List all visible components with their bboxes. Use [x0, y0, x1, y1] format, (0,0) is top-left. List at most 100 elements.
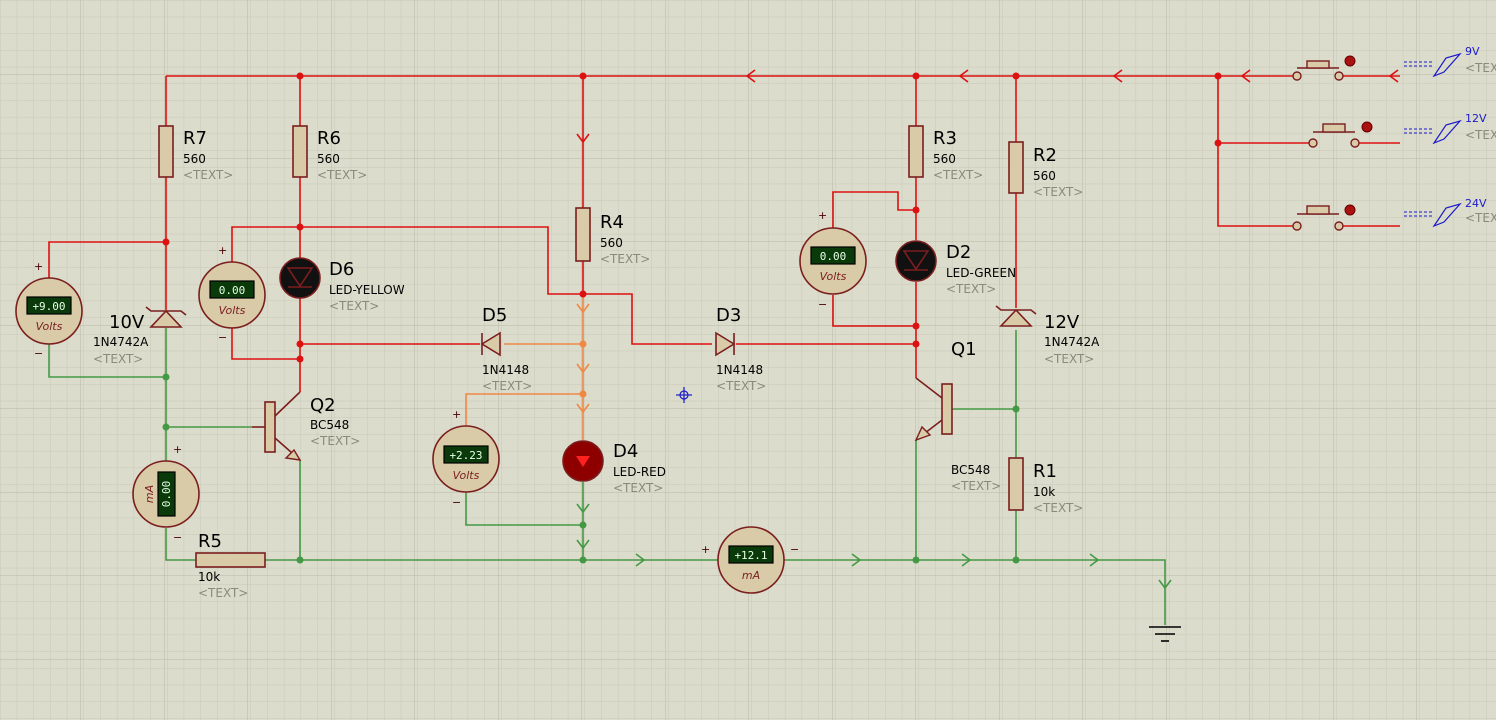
- arrow-icon: [1240, 69, 1251, 83]
- arrow-icon: [958, 69, 969, 83]
- resistor-r5[interactable]: R5 10k <TEXT>: [195, 531, 266, 600]
- r6-value: 560: [317, 152, 340, 166]
- vm-d6-reading: 0.00: [219, 284, 246, 297]
- port-9v[interactable]: 9V <TEXT>: [1404, 45, 1496, 78]
- pushbutton-9v[interactable]: [1292, 55, 1356, 81]
- port-24v[interactable]: 24V <TEXT>: [1404, 197, 1496, 228]
- d5-text: <TEXT>: [482, 379, 532, 393]
- led-yellow-icon: [279, 257, 321, 299]
- wire-vm-d4-plus[interactable]: [465, 393, 583, 426]
- port-12v-label: 12V: [1465, 112, 1487, 125]
- led-d2[interactable]: D2 LED-GREEN <TEXT>: [895, 240, 1016, 296]
- resistor-r1[interactable]: R1 10k <TEXT>: [1008, 457, 1083, 515]
- vm-d4-reading: +2.23: [449, 449, 482, 462]
- zener-12v[interactable]: 12V 1N4742A <TEXT>: [995, 305, 1100, 366]
- port-12v-text: <TEXT>: [1465, 128, 1496, 142]
- r3-text: <TEXT>: [933, 168, 983, 182]
- switch-contact-icon: [1350, 138, 1360, 148]
- wire-switch-bus[interactable]: [1217, 76, 1294, 227]
- meter-display: [157, 471, 176, 517]
- switch-state-icon[interactable]: [1361, 121, 1373, 133]
- zener-10v[interactable]: 10V 1N4742A <TEXT>: [93, 306, 187, 366]
- arrow-icon: [576, 133, 590, 144]
- switch-state-icon[interactable]: [1344, 204, 1356, 216]
- transistor-collector-icon: [915, 377, 943, 399]
- diode-d3[interactable]: D3 1N4148 <TEXT>: [715, 305, 766, 393]
- transistor-q2[interactable]: Q2 BC548 <TEXT>: [252, 391, 360, 461]
- q1-value: BC548: [951, 463, 990, 477]
- led-d4[interactable]: D4 LED-RED <TEXT>: [562, 440, 666, 495]
- z12-value: 1N4742A: [1044, 335, 1100, 349]
- q1-text: <TEXT>: [951, 479, 1001, 493]
- port-9v-text: <TEXT>: [1465, 61, 1496, 75]
- voltmeter-left[interactable]: +9.00 Volts + −: [15, 260, 83, 360]
- wire-vm-d4-minus[interactable]: [465, 492, 583, 526]
- meter-display: [209, 280, 255, 299]
- arrow-icon: [1388, 69, 1399, 83]
- resistor-r3[interactable]: R3 560 <TEXT>: [908, 125, 983, 182]
- junction-dot: [162, 373, 170, 381]
- led-symbol-icon: [286, 267, 314, 288]
- wire-am-left-minus[interactable]: [165, 528, 196, 561]
- resistor-body-icon: [158, 125, 174, 178]
- d2-value: LED-GREEN: [946, 266, 1016, 280]
- wire-vm-left-minus[interactable]: [48, 344, 166, 378]
- r3-ref: R3: [933, 128, 957, 149]
- led-d6[interactable]: D6 LED-YELLOW <TEXT>: [279, 257, 405, 313]
- wire-vm-d6-plus[interactable]: [231, 226, 712, 345]
- arrow-icon: [576, 539, 590, 550]
- port-flag-icon: [1432, 119, 1462, 145]
- switch-state-icon[interactable]: [1344, 55, 1356, 67]
- zener-icon: [999, 308, 1033, 327]
- ammeter-bottom[interactable]: +12.1 mA + −: [701, 526, 799, 594]
- ground-symbol[interactable]: [1149, 626, 1181, 642]
- junction-dot: [912, 72, 920, 80]
- ammeter-left[interactable]: 0.00 mA + −: [132, 443, 200, 544]
- voltmeter-d4[interactable]: +2.23 Volts + −: [432, 408, 500, 509]
- vm-d2-plus: +: [818, 209, 827, 222]
- d2-text: <TEXT>: [946, 282, 996, 296]
- z10-ref: 10V: [109, 312, 145, 333]
- diode-d5[interactable]: D5 1N4148 <TEXT>: [480, 305, 532, 393]
- voltmeter-d6[interactable]: 0.00 Volts + −: [198, 244, 266, 344]
- wire-vm-d6-minus[interactable]: [231, 327, 300, 360]
- zener-bar-icon: [145, 306, 187, 316]
- d2-ref: D2: [946, 242, 971, 263]
- vm-d4-unit: Volts: [453, 469, 480, 482]
- r7-ref: R7: [183, 128, 207, 149]
- resistor-r7[interactable]: R7 560 <TEXT>: [158, 125, 233, 182]
- pushbutton-24v[interactable]: [1292, 204, 1356, 231]
- d6-value: LED-YELLOW: [329, 283, 405, 297]
- r2-value: 560: [1033, 169, 1056, 183]
- wire-vm-d2-plus[interactable]: [832, 191, 916, 228]
- switch-button-icon[interactable]: [1322, 123, 1346, 133]
- r2-text: <TEXT>: [1033, 185, 1083, 199]
- wire-vm-d2-minus[interactable]: [832, 295, 916, 327]
- wire-ground-rail-2[interactable]: [784, 559, 1166, 625]
- voltmeter-d2[interactable]: 0.00 Volts + −: [799, 209, 867, 311]
- port-12v[interactable]: 12V <TEXT>: [1404, 112, 1496, 145]
- switch-contact-icon: [1334, 221, 1344, 231]
- arrow-icon: [745, 69, 756, 83]
- am-left-minus: −: [173, 531, 182, 544]
- vm-left-minus: −: [34, 347, 43, 360]
- wire-vm-left-plus[interactable]: [48, 241, 166, 278]
- junction-dot: [1012, 556, 1020, 564]
- transistor-q1[interactable]: Q1 BC548 <TEXT>: [914, 339, 1001, 493]
- resistor-r6[interactable]: R6 560 <TEXT>: [292, 125, 367, 182]
- switch-button-icon[interactable]: [1306, 205, 1330, 215]
- resistor-r4[interactable]: R4 560 <TEXT>: [575, 207, 650, 266]
- r7-text: <TEXT>: [183, 168, 233, 182]
- arrow-icon: [576, 303, 590, 314]
- resistor-r2[interactable]: R2 560 <TEXT>: [1008, 141, 1083, 199]
- junction-dot: [296, 223, 304, 231]
- switch-button-icon[interactable]: [1306, 60, 1330, 69]
- arrow-icon: [1158, 579, 1172, 590]
- resistor-body-icon: [1008, 457, 1024, 511]
- transistor-base-icon: [264, 401, 276, 453]
- switch-contact-icon: [1292, 71, 1302, 81]
- pushbutton-12v[interactable]: [1308, 121, 1373, 148]
- r3-value: 560: [933, 152, 956, 166]
- vm-d6-unit: Volts: [219, 304, 246, 317]
